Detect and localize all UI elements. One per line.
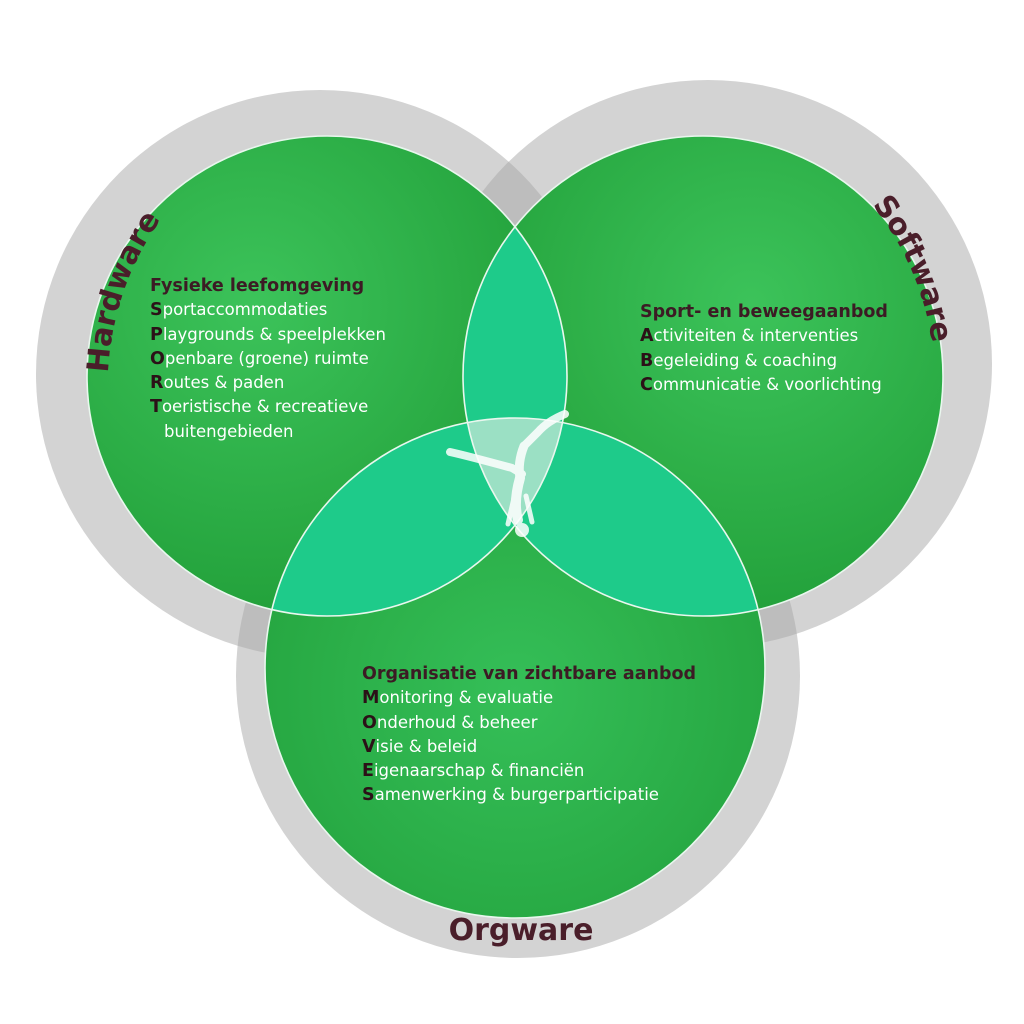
software-title: Sport- en beweegaanbod (640, 302, 888, 322)
list-item: Routes & paden (150, 373, 285, 394)
list-item: Playgrounds & speelplekken (150, 324, 386, 345)
list-item: Visie & beleid (362, 736, 478, 757)
list-item: Samenwerking & burgerparticipatie (362, 785, 659, 806)
overlap-lenses (265, 136, 765, 616)
software-orgware-lens (463, 418, 765, 616)
list-item: Begeleiding & coaching (640, 350, 838, 371)
hardware-orgware-lens (265, 418, 567, 616)
list-item: Onderhoud & beheer (362, 712, 538, 733)
hardware-text-block: Fysieke leefomgeving Sportaccommodaties … (150, 275, 386, 443)
list-item: Sportaccommodaties (150, 300, 328, 321)
orgware-text-block: Organisatie van zichtbare aanbod Monitor… (362, 663, 696, 808)
list-item: Toeristische & recreatieve (150, 397, 369, 418)
list-item: Communicatie & voorlichting (640, 374, 882, 395)
orgware-title: Organisatie van zichtbare aanbod (362, 664, 697, 684)
list-item: buitengebieden (164, 421, 294, 441)
list-item: Openbare (groene) ruimte (150, 348, 369, 369)
orgware-label: Orgware (449, 913, 594, 948)
hardware-title: Fysieke leefomgeving (150, 276, 365, 296)
list-item: Monitoring & evaluatie (362, 688, 554, 709)
handstand-figure-icon (446, 410, 569, 537)
software-text-block: Sport- en beweegaanbod Activiteiten & in… (640, 301, 888, 397)
circle-outlines (86, 135, 944, 919)
list-item: Activiteiten & interventies (640, 326, 859, 347)
list-item: Eigenaarschap & financiën (362, 761, 585, 782)
